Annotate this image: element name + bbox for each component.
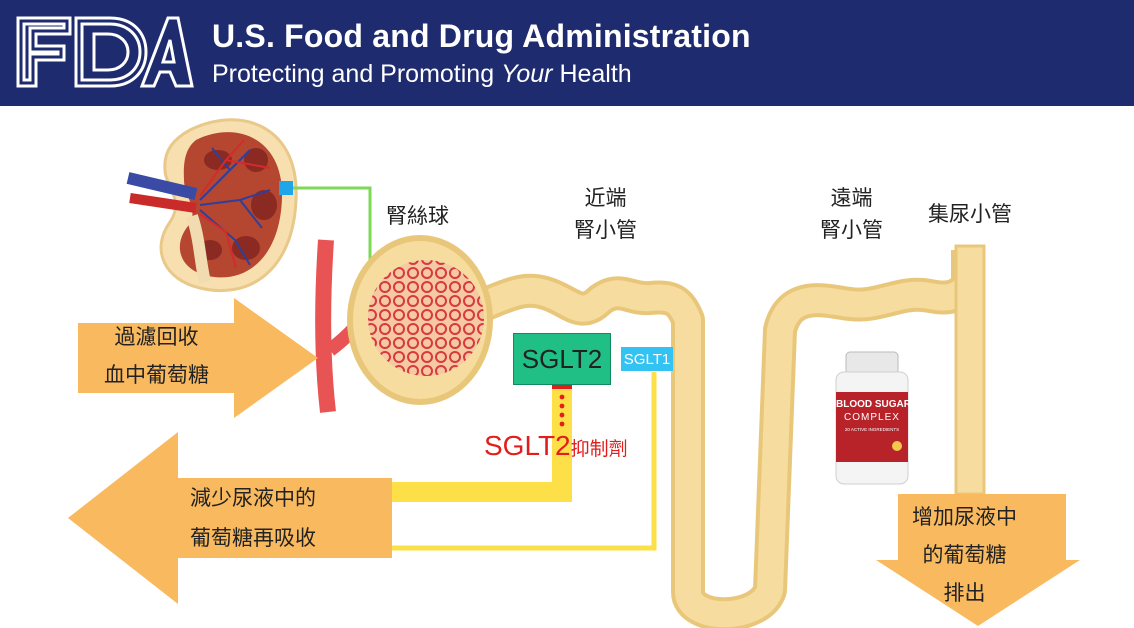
fda-header: U.S. Food and Drug Administration Protec… — [0, 0, 1134, 106]
sglt1-pathway — [392, 372, 657, 551]
collecting-duct-label: 集尿小管 — [928, 202, 1012, 226]
proximal-line1: 近端 — [584, 186, 627, 210]
filtration-line1: 過濾回收 — [114, 325, 199, 349]
tagline-emphasis: Your — [501, 60, 553, 88]
filtration-arrow — [78, 298, 318, 418]
bottle-title-1: BLOOD SUGAR — [836, 399, 911, 410]
distal-line1: 遠端 — [830, 186, 873, 210]
kidney-icon — [126, 118, 298, 293]
distal-tubule-label: 遠端 腎小管 — [820, 182, 883, 246]
tagline: Protecting and Promoting Your Health — [212, 60, 632, 89]
nephron-diagram — [68, 118, 1080, 628]
proximal-line2: 腎小管 — [574, 218, 637, 242]
inhibitor-dots — [559, 394, 565, 427]
filtration-arrow-label: 過濾回收 血中葡萄糖 — [104, 318, 209, 394]
proximal-tubule-label: 近端 腎小管 — [574, 182, 637, 246]
tagline-start: Protecting and Promoting — [212, 60, 502, 88]
excretion-line1: 增加尿液中 — [912, 505, 1017, 529]
supplement-bottle-image — [835, 351, 909, 485]
reabsorption-line2: 葡萄糖再吸收 — [190, 526, 316, 550]
sglt2-inhibitor-label: SGLT2抑制劑 — [484, 430, 628, 462]
excretion-arrow — [876, 494, 1080, 626]
reabsorption-arrow-label: 減少尿液中的 葡萄糖再吸收 — [190, 478, 316, 558]
reabsorption-line1: 減少尿液中的 — [190, 486, 316, 510]
glomerulus-label: 腎絲球 — [386, 204, 449, 228]
zoom-marker — [279, 181, 293, 195]
excretion-line2: 的葡萄糖 — [922, 543, 1007, 567]
agency-name: U.S. Food and Drug Administration — [212, 18, 751, 54]
zoom-connector — [293, 186, 372, 278]
excretion-line3: 排出 — [943, 581, 986, 605]
glomerulus-icon — [347, 235, 493, 405]
bottle-subtitle: 20 ACTIVE INGREDIENTS — [844, 427, 900, 432]
tagline-end: Health — [552, 60, 632, 88]
inhibitor-block — [552, 384, 572, 389]
renal-tubule — [464, 244, 986, 628]
excretion-arrow-label: 增加尿液中 的葡萄糖 排出 — [912, 498, 1017, 612]
inhibitor-name: SGLT2 — [484, 430, 571, 461]
fda-logo — [16, 16, 194, 88]
bottle-title-2: COMPLEX — [844, 412, 900, 423]
filtration-line2: 血中葡萄糖 — [104, 363, 209, 387]
inhibitor-suffix: 抑制劑 — [570, 438, 628, 460]
blood-vessel — [315, 239, 336, 413]
distal-line2: 腎小管 — [820, 218, 883, 242]
sglt1-transporter: SGLT1 — [621, 347, 673, 371]
sglt2-transporter: SGLT2 — [513, 333, 611, 385]
reabsorption-arrow — [68, 432, 392, 604]
